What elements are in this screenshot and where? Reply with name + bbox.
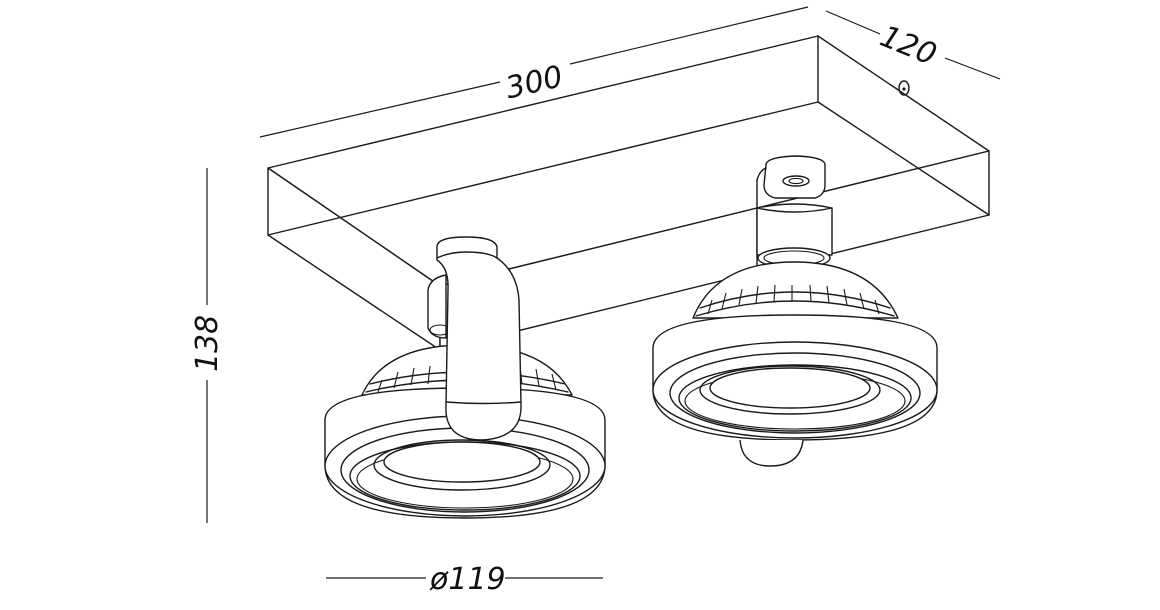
dimension-diameter-label: ø119 (429, 562, 506, 597)
spotlight-left (324, 236, 606, 519)
dimension-height-label: 138 (190, 315, 225, 372)
dimension-diameter: ø119 (326, 562, 603, 597)
dimension-height: 138 (190, 168, 225, 523)
spotlight-right (652, 155, 938, 467)
dimension-depth-label: 120 (875, 19, 941, 73)
screw-icon (898, 80, 910, 96)
base-plate (267, 35, 990, 351)
